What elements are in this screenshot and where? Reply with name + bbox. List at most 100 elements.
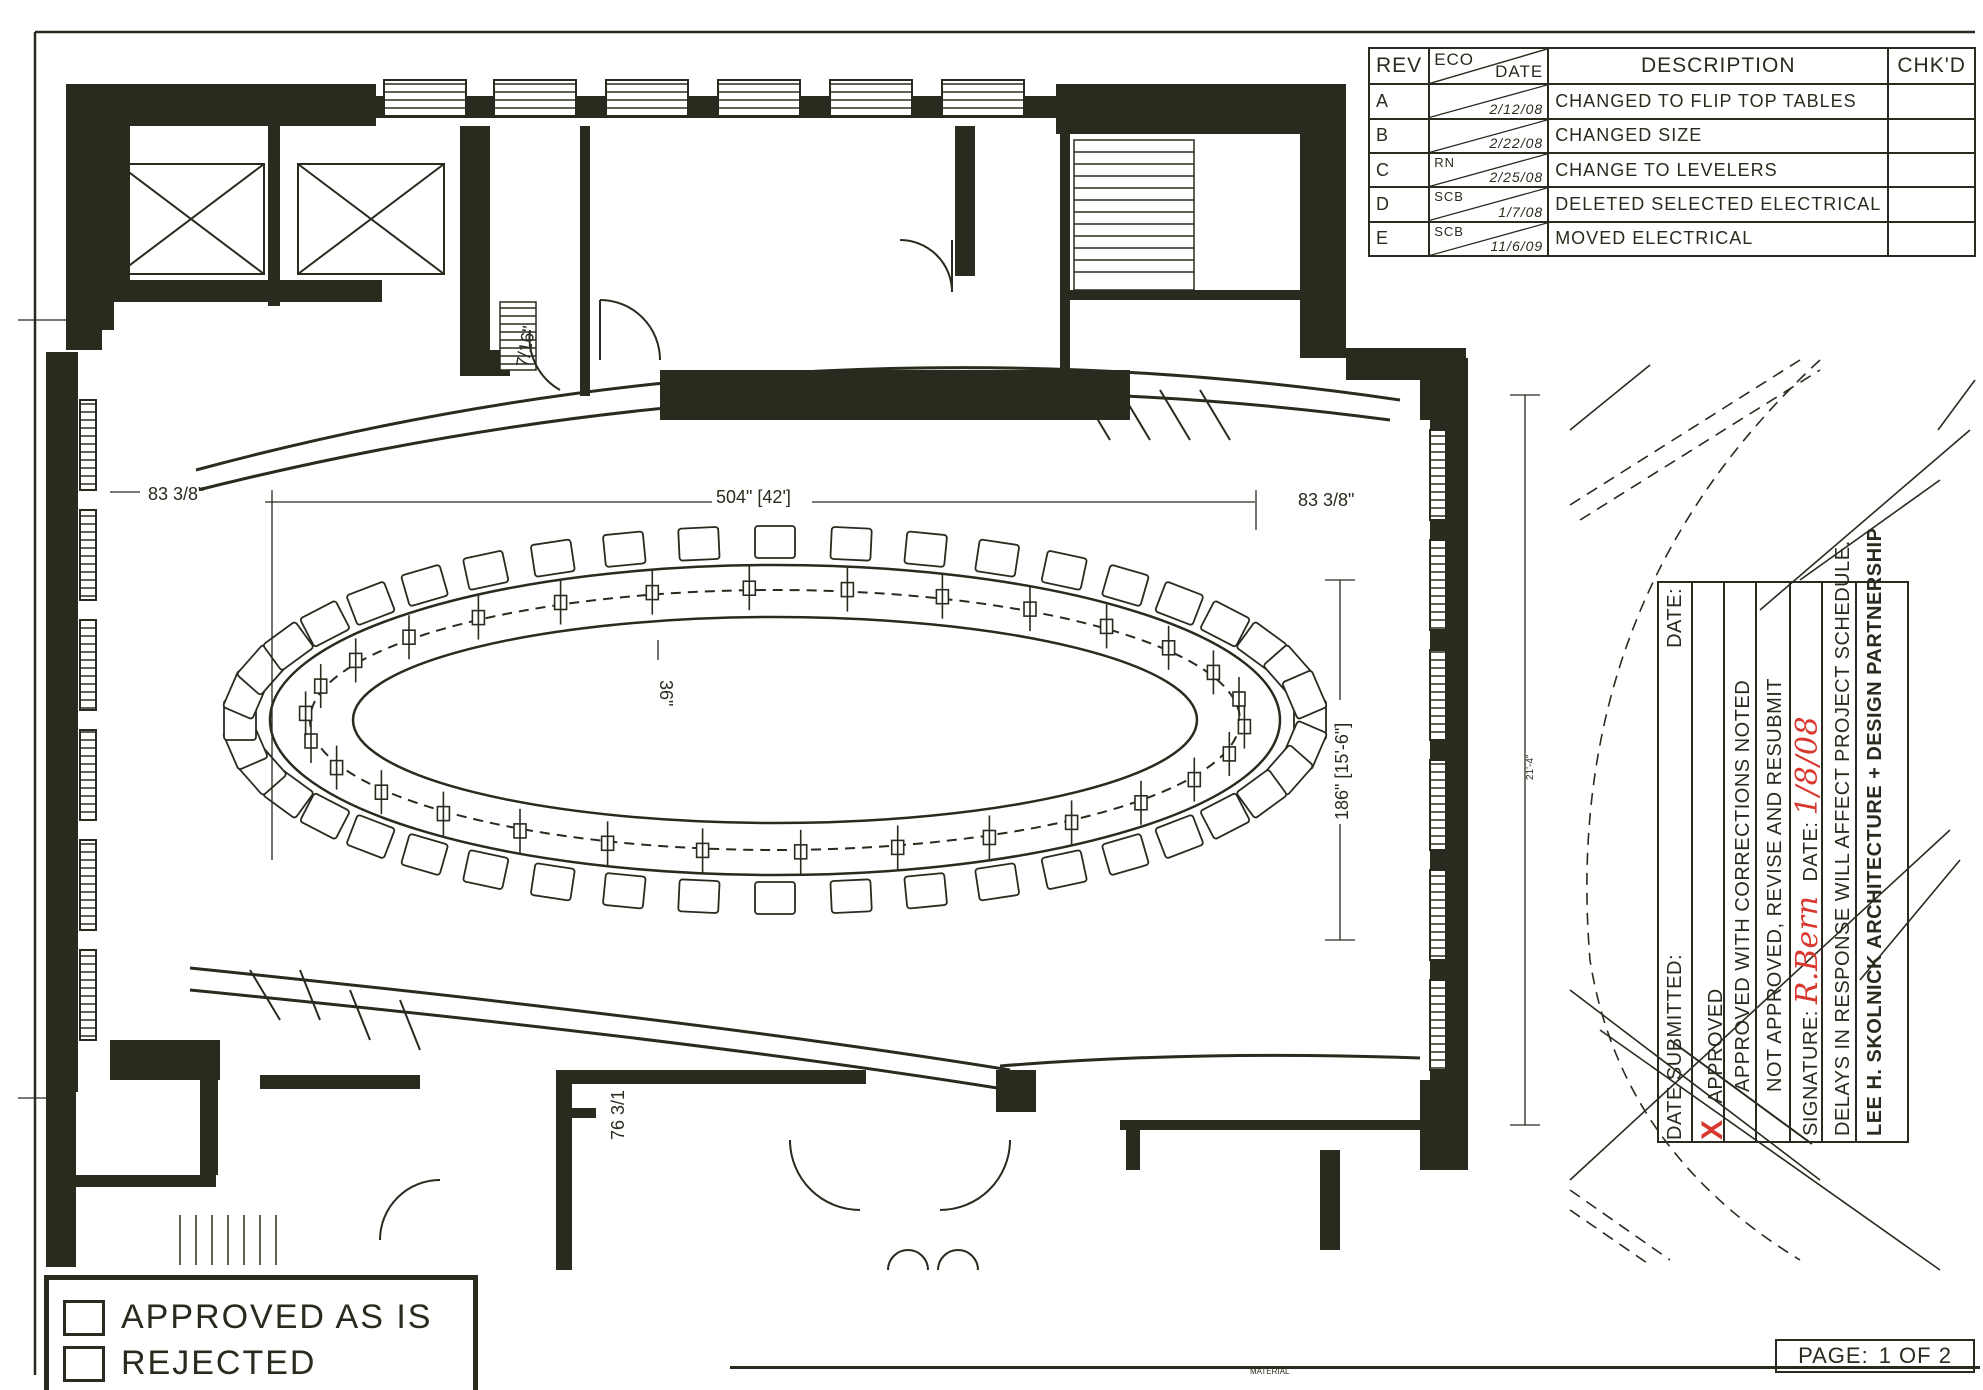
stamp-date-label: DATE:: [1664, 587, 1686, 648]
chair: [677, 878, 721, 914]
chair: [1200, 600, 1251, 648]
approved-as-is-checkbox[interactable]: [63, 1299, 105, 1336]
stamp-approved-with-corrections: APPROVED WITH CORRECTIONS NOTED: [1732, 679, 1754, 1092]
title-block: MATERIAL: [730, 1366, 1980, 1378]
dim-left-offset: 83 3/8": [148, 484, 204, 504]
elevator-shafts: [117, 163, 445, 275]
eco-date-header: ECO DATE: [1428, 46, 1550, 86]
rejected-checkbox[interactable]: [63, 1345, 105, 1382]
dim-length: 504" [42']: [716, 487, 791, 507]
chair: [400, 564, 449, 607]
rev-header: REV: [1367, 46, 1431, 86]
approval-legend: APPROVED AS IS REJECTED: [44, 1275, 478, 1390]
chair: [400, 833, 449, 876]
rev-date: 2/22/08: [1489, 135, 1544, 151]
rev-letter: E: [1367, 220, 1431, 258]
building-walls: [46, 84, 1468, 1270]
eco-cell: 2/22/08: [1428, 117, 1550, 155]
chair: [1101, 564, 1150, 607]
rev-letter: C: [1367, 151, 1431, 189]
legend-approved-as-is[interactable]: APPROVED AS IS: [63, 1298, 432, 1337]
dim-table-depth: 36": [656, 680, 676, 706]
chair: [1040, 550, 1088, 591]
dim-lower: 76 3/1: [608, 1090, 628, 1140]
stamp-delays-note: DELAYS IN RESPONSE WILL AFFECT PROJECT S…: [1832, 540, 1854, 1136]
chair: [530, 862, 576, 902]
chair: [346, 814, 396, 859]
chair: [1040, 849, 1088, 890]
oval-conference-table: [268, 563, 1282, 877]
rev-description: CHANGED SIZE: [1547, 117, 1890, 155]
page-value: 1 OF 2: [1878, 1343, 1952, 1368]
chair: [903, 530, 948, 568]
sheet-border: [33, 30, 1975, 1375]
rev-checked: [1887, 151, 1976, 189]
checked-header: CHK'D: [1887, 46, 1976, 86]
rev-date: 11/6/09: [1490, 238, 1544, 254]
chair: [1282, 670, 1328, 720]
stamp-date-submitted: DATE SUBMITTED:: [1664, 953, 1686, 1140]
legend-rejected-label: REJECTED: [121, 1344, 317, 1382]
chair: [602, 872, 647, 910]
rev-checked: [1887, 83, 1976, 120]
top-windows: [383, 79, 1025, 117]
legend-approved-label: APPROVED AS IS: [121, 1298, 433, 1336]
street-lines: [1569, 359, 1976, 1271]
date-header: DATE: [1495, 62, 1544, 82]
stamp-signature: R.Bern: [1790, 895, 1825, 1005]
rev-date: 2/12/08: [1489, 100, 1544, 117]
chair: [677, 526, 721, 562]
rev-description: MOVED ELECTRICAL: [1547, 220, 1890, 258]
rev-date: 2/25/08: [1489, 169, 1544, 186]
stamp-sig-date-label: DATE:: [1800, 821, 1822, 882]
eco-header: ECO: [1434, 50, 1475, 69]
chair: [1154, 581, 1204, 626]
stairs: [179, 139, 1195, 1265]
eco-code: SCB: [1434, 189, 1464, 205]
approval-stamp: DATE SUBMITTED: DATE: X APPROVED APPROVE…: [1650, 528, 1970, 1140]
chair: [1154, 814, 1204, 859]
power-outlets: [298, 566, 1252, 874]
rev-date: 1/7/08: [1498, 203, 1544, 220]
title-block-material: MATERIAL: [1250, 1367, 1290, 1376]
dim-right-offset: 83 3/8": [1298, 490, 1354, 510]
chair: [530, 538, 576, 578]
chair: [974, 862, 1020, 902]
approval-stamp-frame: [1657, 581, 1909, 1145]
stamp-firm-name: LEE H. SKOLNICK ARCHITECTURE + DESIGN PA…: [1864, 527, 1886, 1136]
curved-walls: [189, 366, 1421, 1092]
chairs: [222, 525, 1328, 915]
dim-width: 186" [15'-6"]: [1332, 723, 1352, 820]
eco-cell: SCB 1/7/08: [1428, 186, 1550, 223]
stamp-check-mark: X: [1696, 1119, 1729, 1140]
stamp-not-approved: NOT APPROVED, REVISE AND RESUBMIT: [1764, 678, 1786, 1092]
rev-checked: [1887, 220, 1976, 258]
stamp-approved-line: X APPROVED: [1696, 988, 1730, 1140]
side-windows: [79, 399, 1447, 1071]
chair: [299, 600, 350, 648]
door-swings: [249, 239, 1231, 1271]
chair: [754, 881, 796, 915]
description-header: DESCRIPTION: [1547, 46, 1890, 86]
dimension-labels: 83 3/8" 504" [42'] 83 3/8" 186" [15'-6"]…: [140, 324, 1536, 1140]
legend-rejected[interactable]: REJECTED: [63, 1344, 316, 1383]
rev-checked: [1887, 186, 1976, 223]
rev-letter: A: [1367, 83, 1431, 120]
chair: [462, 849, 510, 890]
chair: [602, 530, 647, 568]
chair: [1236, 769, 1287, 819]
chair: [829, 526, 873, 562]
page-label: PAGE:: [1798, 1343, 1869, 1368]
rev-description: CHANGED TO FLIP TOP TABLES: [1547, 83, 1890, 120]
chair: [462, 550, 510, 591]
rev-checked: [1887, 117, 1976, 155]
eco-code: RN: [1434, 155, 1455, 170]
